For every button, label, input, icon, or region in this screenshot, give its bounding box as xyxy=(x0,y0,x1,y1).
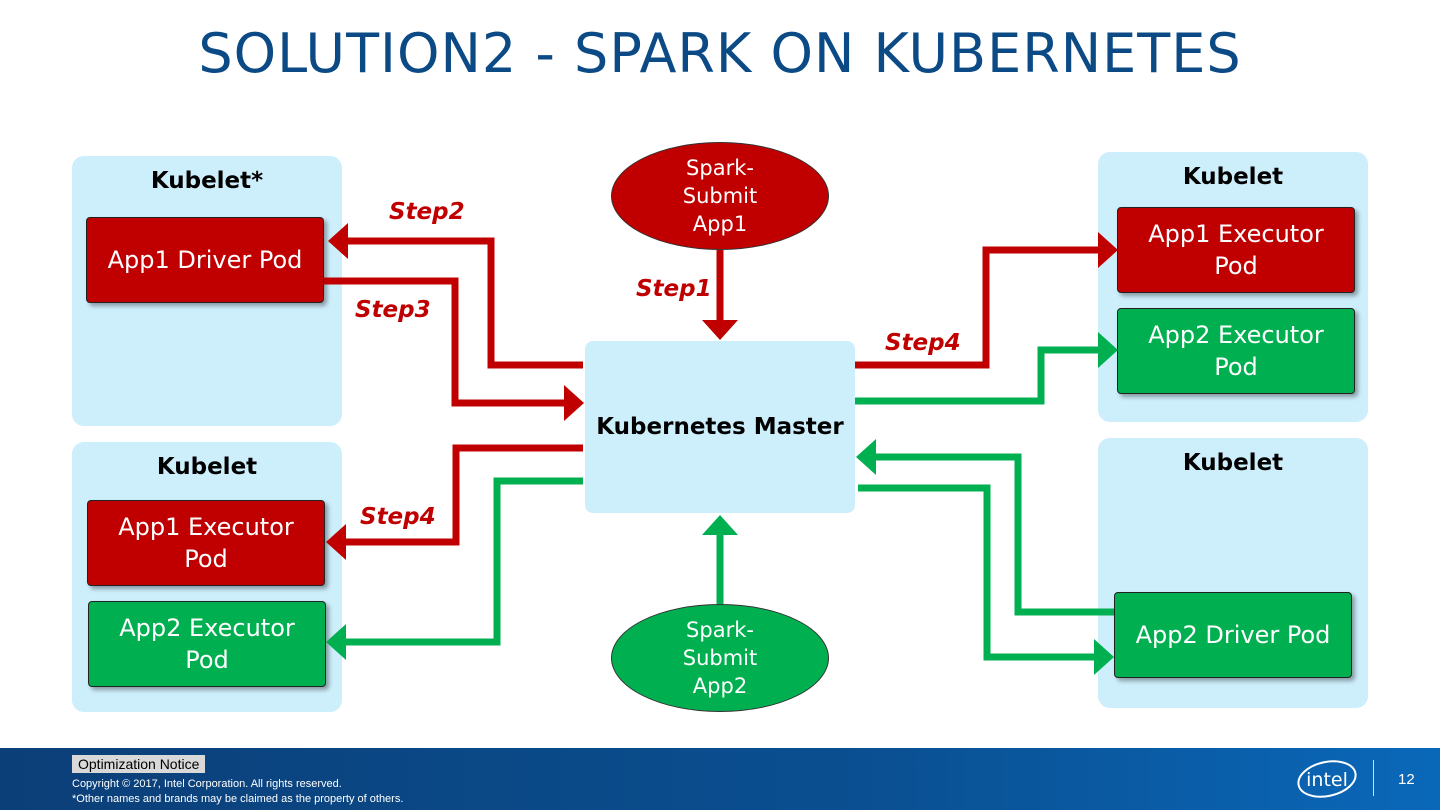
arrowhead-app2-submit xyxy=(702,515,738,535)
spark-submit-app2: Spark-Submit App2 xyxy=(611,604,829,712)
kubelet-title: Kubelet xyxy=(1182,164,1284,190)
intel-logo-text: intel xyxy=(1306,769,1348,791)
page-number: 12 xyxy=(1398,771,1415,788)
arrowhead-master-to-app2-driver xyxy=(1094,639,1114,675)
step4-left-label: Step4 xyxy=(360,504,436,530)
arrow-app2-executor-left xyxy=(344,477,583,646)
arrowhead-app2-executor-right xyxy=(1098,332,1118,368)
step3-label: Step3 xyxy=(355,297,431,323)
trademark-text: *Other names and brands may be claimed a… xyxy=(72,793,404,805)
spark-submit-app1: Spark-Submit App1 xyxy=(611,142,829,250)
intel-logo-icon: intel xyxy=(1297,760,1357,798)
step2-label: Step2 xyxy=(389,199,465,225)
step4-right-label: Step4 xyxy=(885,330,961,356)
arrow-step3 xyxy=(324,277,566,407)
arrowhead-step2 xyxy=(328,223,348,259)
app1-driver-pod: App1 Driver Pod xyxy=(86,217,324,303)
arrowhead-step4-left xyxy=(326,524,346,560)
copyright-text: Copyright © 2017, Intel Corporation. All… xyxy=(72,778,342,790)
arrow-app2-driver-to-master xyxy=(874,453,1114,616)
spark-submit-app1-label: Spark-Submit App1 xyxy=(682,156,758,236)
arrow-app2-executor-right xyxy=(855,346,1100,405)
kubelet-title: Kubelet xyxy=(156,454,258,480)
slide-title: SOLUTION2 - SPARK ON KUBERNETES xyxy=(198,22,1242,85)
arrow-step2 xyxy=(346,237,583,369)
arrow-step4-left xyxy=(344,444,583,546)
arrowhead-step1 xyxy=(702,320,738,340)
kubernetes-master: Kubernetes Master xyxy=(585,341,855,513)
kubelet-title: Kubelet xyxy=(1182,450,1284,476)
app1-executor-pod-left: App1 Executor Pod xyxy=(87,500,325,586)
optimization-notice-link[interactable]: Optimization Notice xyxy=(72,755,206,773)
arrow-master-to-app2-driver xyxy=(858,484,1096,661)
app2-executor-pod-left: App2 Executor Pod xyxy=(88,601,326,687)
arrowhead-app2-executor-left xyxy=(326,624,346,660)
app2-executor-pod-right: App2 Executor Pod xyxy=(1117,308,1355,394)
app1-executor-pod-right: App1 Executor Pod xyxy=(1117,207,1355,293)
footer-bar xyxy=(0,748,1440,810)
arrowhead-step3 xyxy=(564,385,584,421)
step1-label: Step1 xyxy=(636,276,712,302)
arrow-step4-right xyxy=(855,246,1100,369)
kubelet-title: Kubelet* xyxy=(150,168,264,194)
arrowhead-step4-right xyxy=(1098,232,1118,268)
spark-submit-app2-label: Spark-Submit App2 xyxy=(682,618,758,698)
app2-driver-pod: App2 Driver Pod xyxy=(1114,592,1352,678)
footer-separator xyxy=(1373,760,1374,796)
arrowhead-app2-driver-to-master xyxy=(856,439,876,475)
